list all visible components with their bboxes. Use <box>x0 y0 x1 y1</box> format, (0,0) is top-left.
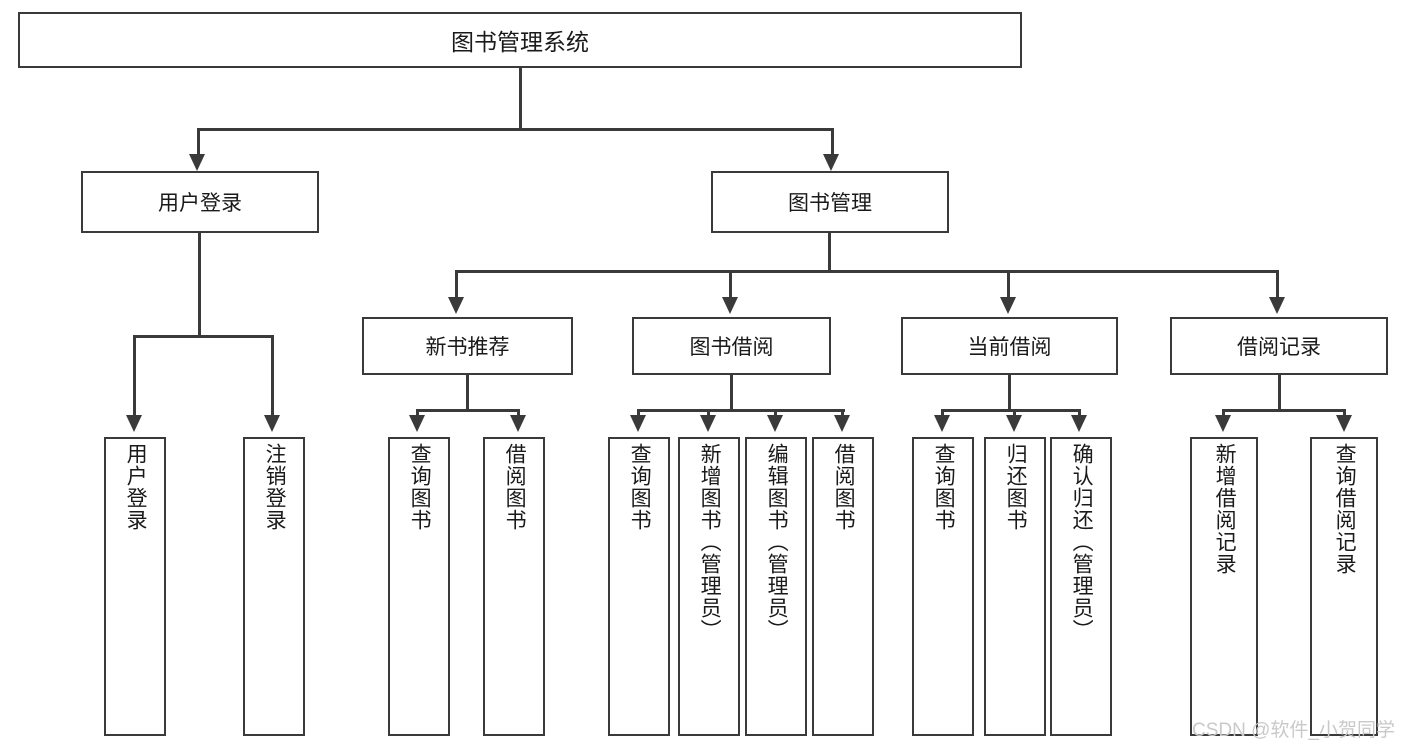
arrowhead-g2-leaf-2 <box>700 415 716 432</box>
leaf-label: 新增图书（管理员） <box>698 443 722 641</box>
connector-g2-drop-1 <box>637 409 640 417</box>
connector-user-drop-1 <box>133 335 136 415</box>
connector-g3-stem <box>1008 375 1011 409</box>
node-new-book-recommend[interactable]: 新书推荐 <box>362 317 573 375</box>
leaf-label: 用户登录 <box>124 443 148 531</box>
leaf-add-book-admin[interactable]: 新增图书（管理员） <box>678 437 740 736</box>
arrowhead-to-new-book-recommend <box>448 297 464 314</box>
arrowhead-g3-leaf-3 <box>1071 415 1087 432</box>
leaf-confirm-return-admin[interactable]: 确认归还（管理员） <box>1050 437 1112 736</box>
node-label: 图书管理 <box>788 192 872 215</box>
node-label: 图书借阅 <box>689 336 774 359</box>
node-label: 当前借阅 <box>967 336 1052 359</box>
arrowhead-g2-leaf-4 <box>834 415 850 432</box>
leaf-label: 注销登录 <box>263 443 287 531</box>
leaf-label: 借阅图书 <box>503 443 527 531</box>
leaf-add-borrow-record[interactable]: 新增借阅记录 <box>1190 437 1258 736</box>
connector-g1-stem <box>466 375 469 409</box>
leaf-label: 确认归还（管理员） <box>1070 443 1094 641</box>
connector-g2-drop-2 <box>707 409 710 417</box>
node-user-login[interactable]: 用户登录 <box>81 171 319 233</box>
node-current-borrow[interactable]: 当前借阅 <box>901 317 1118 375</box>
connector-g3-drop-3 <box>1078 409 1081 417</box>
connector-books-bus <box>455 270 1278 273</box>
arrowhead-g2-leaf-3 <box>767 415 783 432</box>
leaf-label: 新增借阅记录 <box>1213 443 1237 575</box>
connector-g1-drop-2 <box>517 409 520 417</box>
connector-g4-drop-2 <box>1343 409 1346 417</box>
connector-user-bus <box>133 335 273 338</box>
arrowhead-to-user-login <box>189 154 205 171</box>
connector-books-stem <box>828 233 831 270</box>
arrowhead-leaf-user-login <box>126 415 142 432</box>
connector-g4-bus <box>1222 409 1346 412</box>
leaf-label: 借阅图书 <box>832 443 856 531</box>
arrowhead-g4-leaf-2 <box>1336 415 1352 432</box>
leaf-logout[interactable]: 注销登录 <box>243 437 305 736</box>
connector-root-drop-right <box>831 128 834 154</box>
arrowhead-g3-leaf-2 <box>1006 415 1022 432</box>
arrowhead-to-book-borrow <box>722 297 738 314</box>
leaf-query-book-current[interactable]: 查询图书 <box>912 437 974 736</box>
node-label: 图书管理系统 <box>451 29 589 55</box>
connector-g4-stem <box>1278 375 1281 409</box>
connector-root-bus <box>197 128 833 131</box>
leaf-query-borrow-record[interactable]: 查询借阅记录 <box>1310 437 1378 736</box>
connector-books-drop-3 <box>1007 270 1010 297</box>
connector-books-drop-1 <box>455 270 458 297</box>
connector-g2-drop-3 <box>774 409 777 417</box>
arrowhead-to-borrow-record <box>1269 297 1285 314</box>
connector-g3-bus <box>941 409 1080 412</box>
connector-g2-drop-4 <box>841 409 844 417</box>
connector-g4-drop-1 <box>1222 409 1225 417</box>
arrowhead-to-book-management <box>823 154 839 171</box>
arrowhead-g1-leaf-1 <box>409 415 425 432</box>
leaf-query-book-recommend[interactable]: 查询图书 <box>388 437 450 736</box>
connector-user-stem <box>198 233 201 335</box>
node-label: 借阅记录 <box>1237 336 1321 359</box>
arrowhead-g4-leaf-1 <box>1215 415 1231 432</box>
connector-g3-drop-1 <box>941 409 944 417</box>
leaf-label: 查询借阅记录 <box>1333 443 1357 575</box>
leaf-label: 查询图书 <box>628 443 652 531</box>
node-label: 新书推荐 <box>425 336 510 359</box>
leaf-return-book[interactable]: 归还图书 <box>984 437 1046 736</box>
connector-g2-stem <box>730 375 733 409</box>
leaf-label: 归还图书 <box>1004 443 1028 531</box>
node-book-borrow[interactable]: 图书借阅 <box>632 317 831 375</box>
arrowhead-g1-leaf-2 <box>510 415 526 432</box>
connector-root-stem <box>519 68 522 128</box>
connector-g1-bus <box>416 409 520 412</box>
node-label: 用户登录 <box>158 192 242 215</box>
arrowhead-leaf-logout <box>264 415 280 432</box>
connector-books-drop-4 <box>1276 270 1279 297</box>
leaf-borrow-book[interactable]: 借阅图书 <box>812 437 874 736</box>
arrowhead-g2-leaf-1 <box>630 415 646 432</box>
leaf-label: 编辑图书（管理员） <box>765 443 789 641</box>
connector-g1-drop-1 <box>416 409 419 417</box>
leaf-query-book-borrow[interactable]: 查询图书 <box>608 437 670 736</box>
node-root-system[interactable]: 图书管理系统 <box>18 12 1022 68</box>
leaf-label: 查询图书 <box>932 443 956 531</box>
connector-user-drop-2 <box>271 335 274 415</box>
connector-g3-drop-2 <box>1013 409 1016 417</box>
arrowhead-g3-leaf-1 <box>934 415 950 432</box>
arrowhead-to-current-borrow <box>1000 297 1016 314</box>
leaf-borrow-book-recommend[interactable]: 借阅图书 <box>483 437 545 736</box>
connector-books-drop-2 <box>729 270 732 297</box>
connector-root-drop-left <box>197 128 200 154</box>
leaf-user-login[interactable]: 用户登录 <box>104 437 166 736</box>
leaf-label: 查询图书 <box>408 443 432 531</box>
node-book-management[interactable]: 图书管理 <box>711 171 949 233</box>
node-borrow-record[interactable]: 借阅记录 <box>1170 317 1388 375</box>
leaf-edit-book-admin[interactable]: 编辑图书（管理员） <box>745 437 807 736</box>
connector-g2-bus <box>637 409 845 412</box>
